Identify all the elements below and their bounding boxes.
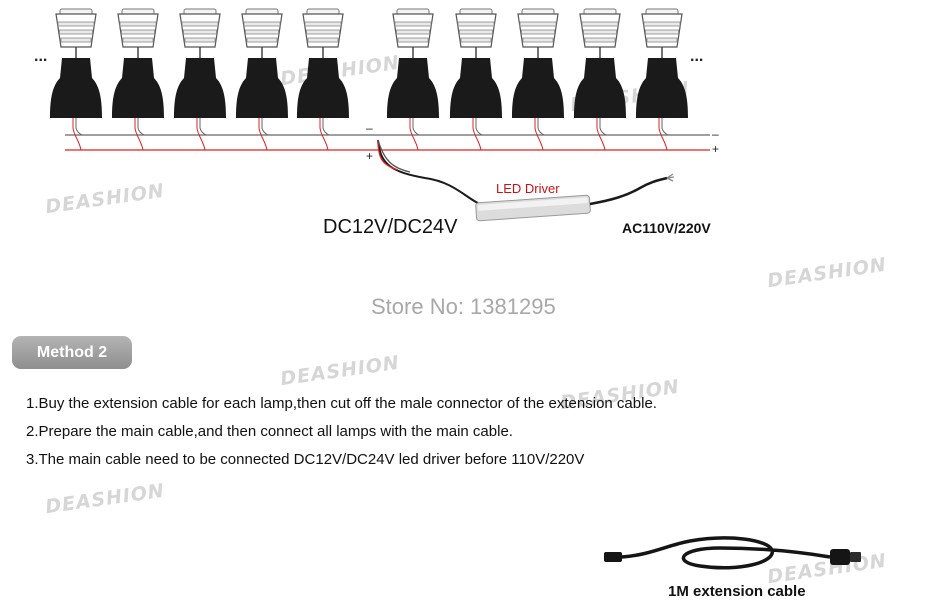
plus-end-label: + (712, 142, 720, 156)
lamp-stripe (183, 29, 217, 35)
lamp-negative-lead (475, 118, 483, 136)
lamp-stripe (306, 29, 340, 35)
lamp-positive-lead (472, 118, 482, 151)
ac-wire-ends (666, 173, 675, 182)
lamp-stripe (643, 21, 681, 27)
lamp-stripe (243, 21, 281, 27)
ellipsis-left: ... (34, 48, 48, 65)
lamp-positive-lead (409, 118, 419, 151)
positive-lead (377, 139, 399, 171)
minus-end-label: – (712, 127, 719, 141)
lamp-stripe (459, 29, 493, 35)
lamp-stripe (396, 29, 430, 35)
lamp-positive-lead (658, 118, 668, 151)
lamp-negative-lead (322, 118, 330, 136)
step-2: 2.Prepare the main cable,and then connec… (26, 423, 513, 440)
lamp (574, 8, 626, 151)
lamp-positive-lead (134, 118, 144, 151)
lamp (50, 8, 102, 151)
lamp-stripe (645, 29, 679, 35)
lamp-stripe (245, 29, 279, 35)
lamp (236, 8, 288, 151)
method-badge: Method 2 (12, 336, 132, 369)
lamp-stripe (581, 21, 619, 27)
ellipsis-right: ... (690, 48, 704, 65)
lamp (297, 8, 349, 151)
lamp-stripe (122, 37, 154, 43)
lamp-positive-lead (258, 118, 268, 151)
step-3: 3.The main cable need to be connected DC… (26, 451, 585, 468)
lamp (387, 8, 439, 151)
lamp-positive-lead (72, 118, 82, 151)
driver-input-cable (589, 176, 668, 206)
lamp-stripe (521, 29, 555, 35)
lamp-negative-lead (412, 118, 420, 136)
lamp-body (236, 58, 288, 118)
driver-output-cable (377, 139, 483, 206)
lamp-stripe (460, 37, 492, 43)
ac-input-label: AC110V/220V (622, 220, 711, 236)
lamp-stripe (646, 37, 678, 43)
lamp-stripe (304, 21, 342, 27)
plus-bus-label: + (366, 149, 374, 163)
step-1: 1.Buy the extension cable for each lamp,… (26, 395, 657, 412)
lamp-negative-lead (661, 118, 669, 136)
lamp-stripe (184, 37, 216, 43)
lamp-positive-lead (196, 118, 206, 151)
lamp-body (50, 58, 102, 118)
lamp-row (50, 8, 688, 151)
lamp-stripe (57, 21, 95, 27)
bus-wires (65, 134, 710, 151)
lamp-body (450, 58, 502, 118)
lamp-stripe (457, 21, 495, 27)
extension-cable-caption: 1M extension cable (668, 583, 806, 600)
lamp (112, 8, 164, 151)
lamp-stripe (121, 29, 155, 35)
lamp-body (387, 58, 439, 118)
led-driver-label: LED Driver (496, 181, 560, 196)
store-number: Store No: 1381295 (371, 294, 556, 319)
lamp-body (574, 58, 626, 118)
lamp-stripe (583, 29, 617, 35)
lamp-negative-lead (137, 118, 145, 136)
lamp-stripe (60, 37, 92, 43)
lamp (450, 8, 502, 151)
lamp-negative-lead (599, 118, 607, 136)
lamp-body (112, 58, 164, 118)
lamp-stripe (519, 21, 557, 27)
dc-output-label: DC12V/DC24V (323, 216, 458, 238)
lamp-body (297, 58, 349, 118)
lamp (636, 8, 688, 151)
lamp-stripe (394, 21, 432, 27)
lamp-stripe (584, 37, 616, 43)
lamp-stripe (119, 21, 157, 27)
extension-cable-image (604, 536, 861, 570)
lamp-body (636, 58, 688, 118)
lamp-body (512, 58, 564, 118)
lamp-body (174, 58, 226, 118)
lamp-stripe (181, 21, 219, 27)
lamp (512, 8, 564, 151)
minus-bus-label: – (366, 121, 373, 135)
led-driver (475, 194, 591, 222)
lamp-positive-lead (319, 118, 329, 151)
lamp-negative-lead (75, 118, 83, 136)
lamp-positive-lead (534, 118, 544, 151)
lamp-stripe (522, 37, 554, 43)
lamp-negative-lead (199, 118, 207, 136)
lamp-positive-lead (596, 118, 606, 151)
method-title: Method 2 (36, 343, 108, 361)
lamp-negative-lead (537, 118, 545, 136)
lamp-negative-lead (261, 118, 269, 136)
lamp-stripe (246, 37, 278, 43)
lamp-stripe (59, 29, 93, 35)
lamp-stripe (307, 37, 339, 43)
negative-lead (377, 139, 411, 173)
lamp-stripe (397, 37, 429, 43)
lamp (174, 8, 226, 151)
